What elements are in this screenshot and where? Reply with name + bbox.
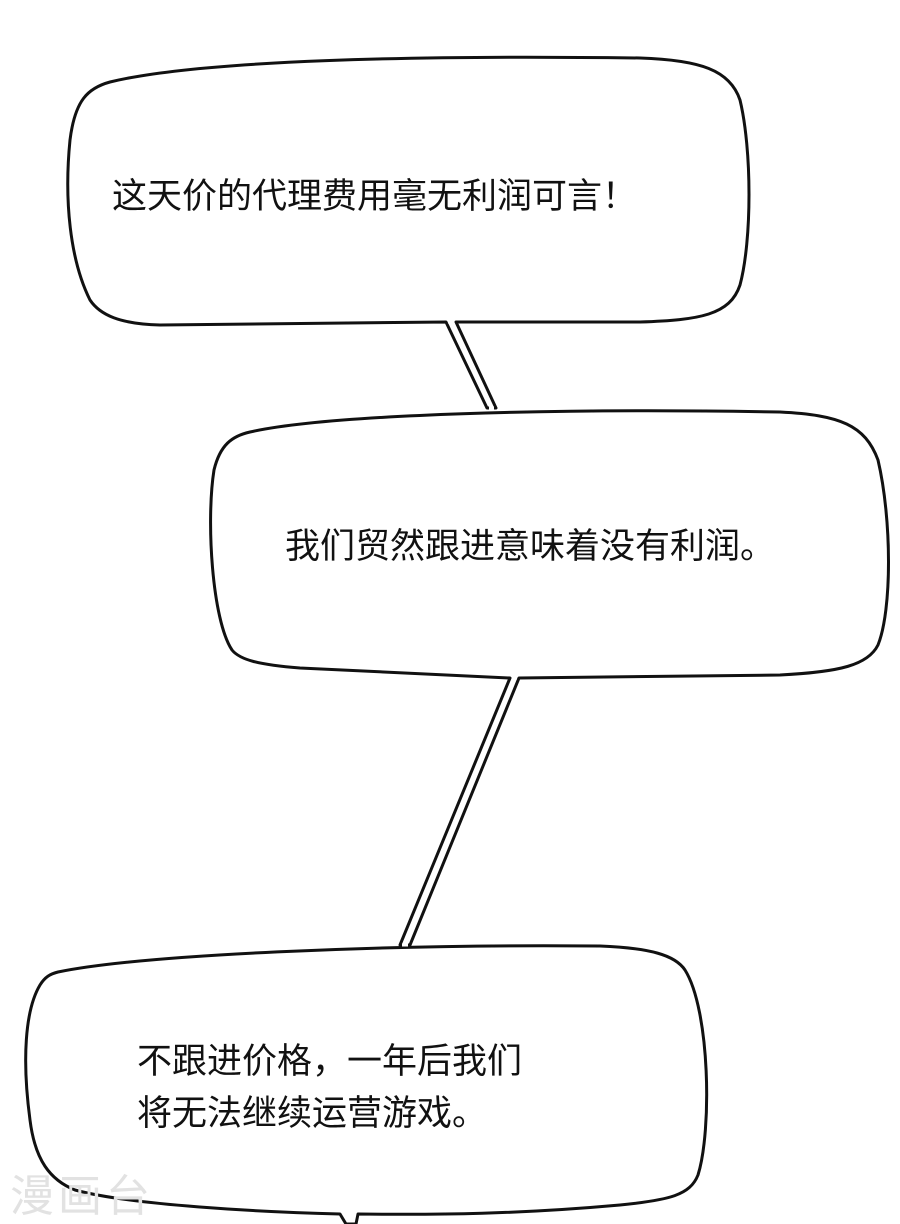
speech-bubble-1-text: 这天价的代理费用毫无利润可言！ bbox=[112, 172, 637, 222]
bubble-2-line-1: 我们贸然跟进意味着没有利润。 bbox=[285, 527, 776, 567]
speech-bubble-2-text: 我们贸然跟进意味着没有利润。 bbox=[285, 522, 775, 572]
bubble-1-line-1: 这天价的代理费用毫无利润可言！ bbox=[112, 177, 638, 217]
speech-bubble-2-shape bbox=[209, 409, 890, 947]
speech-bubble-3-text: 不跟进价格，一年后我们 将无法继续运营游戏。 bbox=[137, 1036, 522, 1140]
bubble-3-line-2: 将无法继续运营游戏。 bbox=[137, 1094, 488, 1134]
bubble-3-line-1: 不跟进价格，一年后我们 bbox=[137, 1042, 523, 1082]
watermark-logo: 漫画台 bbox=[10, 1171, 154, 1222]
speech-bubble-3-shape bbox=[24, 944, 709, 1224]
speech-bubble-1-shape bbox=[66, 55, 751, 410]
